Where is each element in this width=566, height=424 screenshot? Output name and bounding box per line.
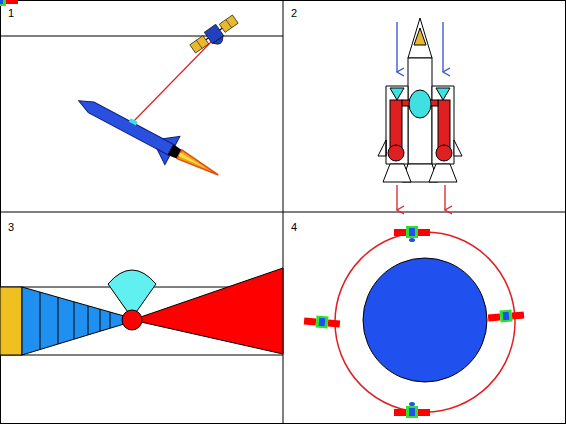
panel-number: 2 [291, 7, 297, 19]
panel-4-art [0, 0, 524, 418]
panel-number: 1 [8, 7, 14, 19]
panel-number: 4 [291, 221, 297, 233]
panel-number: 3 [8, 221, 14, 233]
panel-1-art [0, 13, 283, 189]
panel-3-art [0, 268, 283, 355]
panel-2-art [378, 18, 462, 210]
